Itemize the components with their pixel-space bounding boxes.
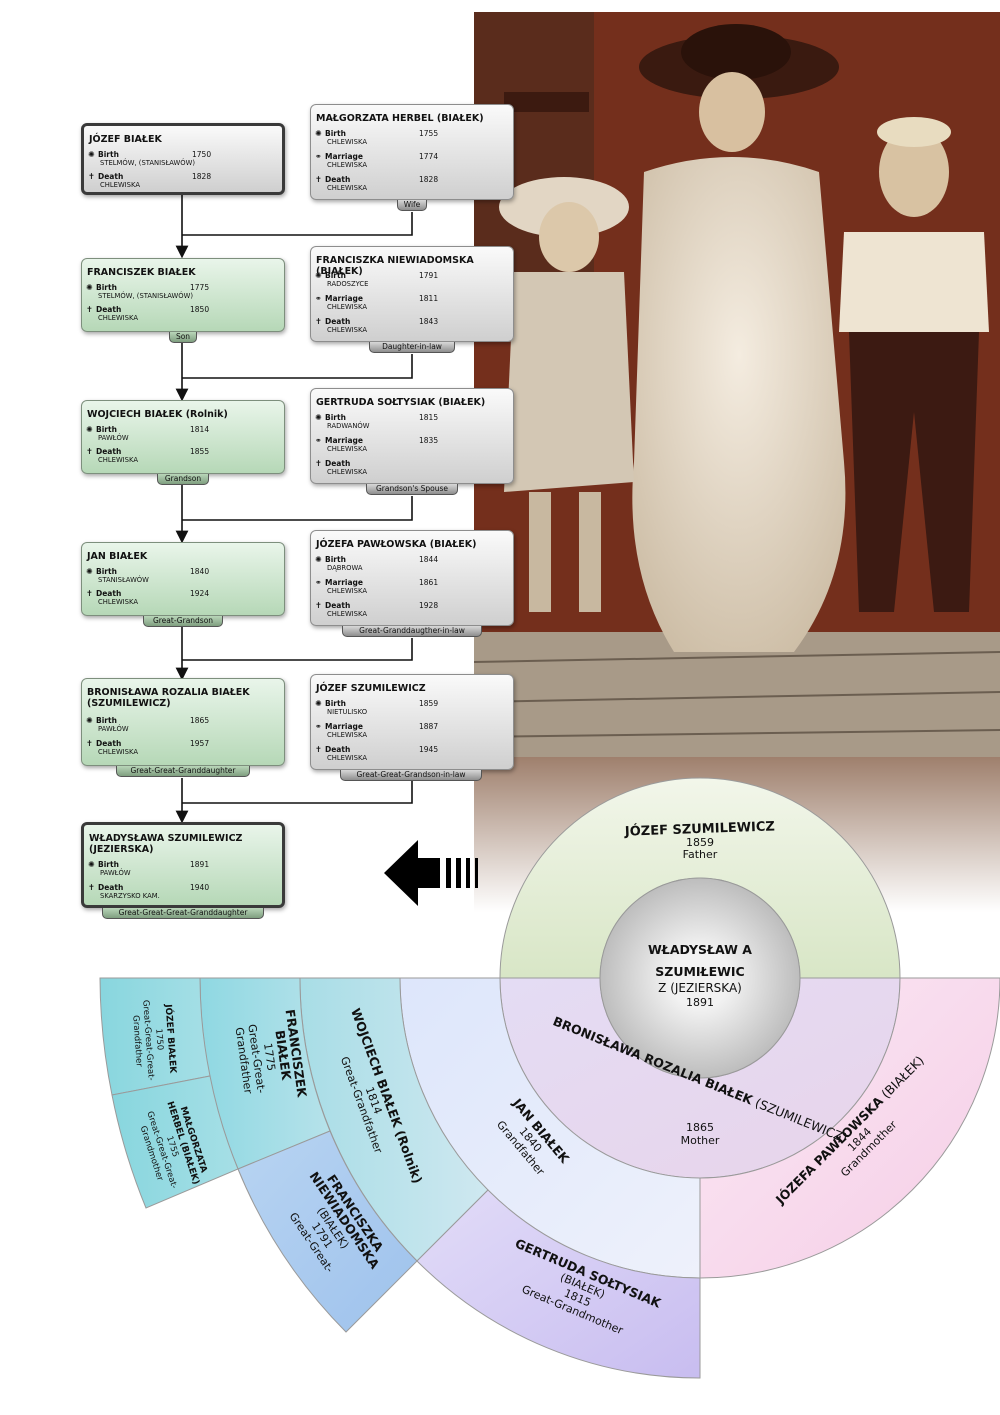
birth-icon: ✺ [315,555,322,564]
relation-badge: Great-Great-Grandson-in-law [340,770,482,781]
arrow-left-icon [384,840,478,906]
cross-icon: ✝ [315,459,322,468]
birth-icon: ✺ [315,413,322,422]
cross-icon: ✝ [88,172,95,181]
rings-icon: ⚭ [315,578,322,587]
cross-icon: ✝ [86,589,93,598]
person-name: BRONISŁAWA ROZALIA BIAŁEK (SZUMILEWICZ) [87,687,250,709]
fan-segment-great-grandmother [416,1189,701,1379]
ggg-grandfather-role2: Grandfather [130,1015,144,1068]
fan-segment-gg-grandmother [237,1130,418,1333]
father-name: JÓZEF SZUMILEWICZ [624,818,775,839]
cross-icon: ✝ [86,305,93,314]
center-name-line3: Z (JEZIERSKA) [658,981,742,995]
rings-icon: ⚭ [315,722,322,731]
person-card-bronislawa-bialek[interactable]: BRONISŁAWA ROZALIA BIAŁEK (SZUMILEWICZ) … [81,678,285,766]
relation-badge: Great-Granddaugther-in-law [342,626,482,637]
fan-center [599,877,801,1079]
cross-icon: ✝ [86,447,93,456]
person-name: FRANCISZKA NIEWIADOMSKA (BIAŁEK) [316,255,474,277]
ggg-grandfather-name: JÓZEF BIAŁEK [162,1003,179,1075]
center-name-line1: WŁADYSŁAW A [648,942,752,957]
rings-icon: ⚭ [315,294,322,303]
person-card-wladyslawa-szumilewicz[interactable]: WŁADYSŁAWA SZUMILEWICZ (JEZIERSKA) ✺Birt… [81,822,285,908]
rings-icon: ⚭ [315,436,322,445]
gg-grandfather-year: 1775 [261,1042,278,1072]
person-name: WŁADYSŁAWA SZUMILEWICZ (JEZIERSKA) [89,833,243,855]
birth-icon: ✺ [315,129,322,138]
mother-year: 1865 [686,1121,714,1134]
birth-icon: ✺ [86,425,93,434]
fan-segment-ggg-grandmother [111,1075,239,1209]
grandmother-name: JÓZEFA PAWŁOWSKA (BIAŁEK) [772,1053,927,1208]
cross-icon: ✝ [315,601,322,610]
center-name-line2: SZUMIŁEWIC [655,964,744,979]
cross-icon: ✝ [315,317,322,326]
relation-badge: Great-Great-Great-Granddaughter [102,908,264,919]
ggg-grandfather-year: 1750 [153,1028,164,1050]
person-name: JÓZEFA PAWŁOWSKA (BIAŁEK) [316,539,477,550]
father-role: Father [683,848,718,861]
cross-icon: ✝ [315,745,322,754]
birth-icon: ✺ [88,150,95,159]
person-name: JAN BIAŁEK [87,551,148,562]
person-name: WOJCIECH BIAŁEK (Rolnik) [87,409,228,420]
mother-role: Mother [681,1134,720,1147]
father-year: 1859 [686,836,714,849]
birth-icon: ✺ [86,283,93,292]
cross-icon: ✝ [86,739,93,748]
rings-icon: ⚭ [315,152,322,161]
cross-icon: ✝ [88,883,95,892]
birth-icon: ✺ [315,271,322,280]
cross-icon: ✝ [315,175,322,184]
person-name: GERTRUDA SOŁTYSIAK (BIAŁEK) [316,397,486,408]
relation-badge: Great-Great-Granddaughter [116,766,250,777]
relation-badge: Grandson [157,474,209,485]
relation-badge: Daughter-in-law [369,342,455,353]
person-name: JÓZEF SZUMILEWICZ [316,683,426,694]
center-year: 1891 [686,996,714,1009]
birth-icon: ✺ [86,716,93,725]
birth-icon: ✺ [86,567,93,576]
birth-icon: ✺ [88,860,95,869]
person-name: JÓZEF BIAŁEK [89,134,162,145]
person-name: MAŁGORZATA HERBEL (BIAŁEK) [316,113,484,124]
birth-icon: ✺ [315,699,322,708]
relation-badge: Son [169,332,197,343]
person-name: FRANCISZEK BIAŁEK [87,267,196,278]
relation-badge: Wife [397,200,427,211]
relation-badge: Great-Grandson [143,616,223,627]
relation-badge: Grandson's Spouse [366,484,458,495]
gg-grandfather-line2: BIAŁEK [272,1029,294,1082]
